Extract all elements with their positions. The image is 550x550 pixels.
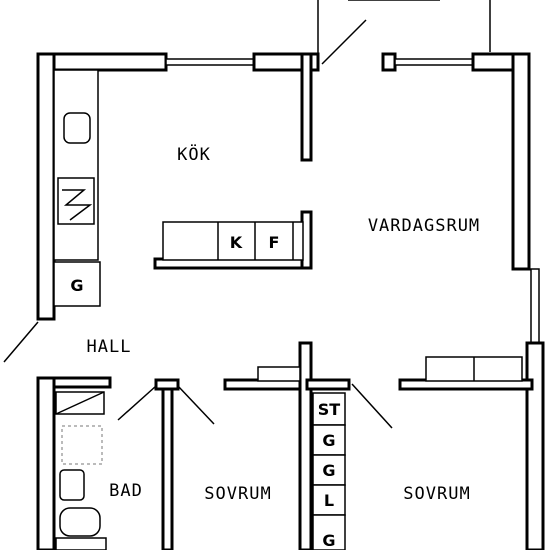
door-swings	[3, 19, 393, 429]
bathroom-fixtures	[55, 391, 107, 550]
living-sideboard	[425, 356, 523, 382]
room-label-sovrum-right: SOVRUM	[403, 484, 470, 504]
room-label-hall: HALL	[87, 337, 132, 357]
kitchen-label-f: F	[269, 233, 280, 252]
room-label-sovrum-left: SOVRUM	[204, 484, 271, 504]
room-label-bad: BAD	[109, 481, 143, 501]
hall-label-g: G	[70, 276, 83, 295]
room-label-kok: KÖK	[177, 143, 211, 165]
closet-label: L	[324, 491, 334, 510]
outer-walls	[36, 52, 545, 550]
hall-shelf	[257, 366, 301, 382]
interior-walls	[52, 52, 534, 550]
wardrobe-column	[312, 392, 346, 550]
balcony-outline	[317, 0, 491, 58]
kitchen-label-k: K	[230, 233, 243, 252]
closet-label: ST	[318, 400, 341, 419]
closet-label: G	[322, 431, 335, 450]
hall-closet-g	[53, 261, 101, 307]
closet-label: G	[322, 461, 335, 480]
closet-label: G	[322, 531, 335, 550]
room-label-vardagsrum: VARDAGSRUM	[368, 216, 480, 236]
kitchen-counter	[53, 69, 304, 307]
